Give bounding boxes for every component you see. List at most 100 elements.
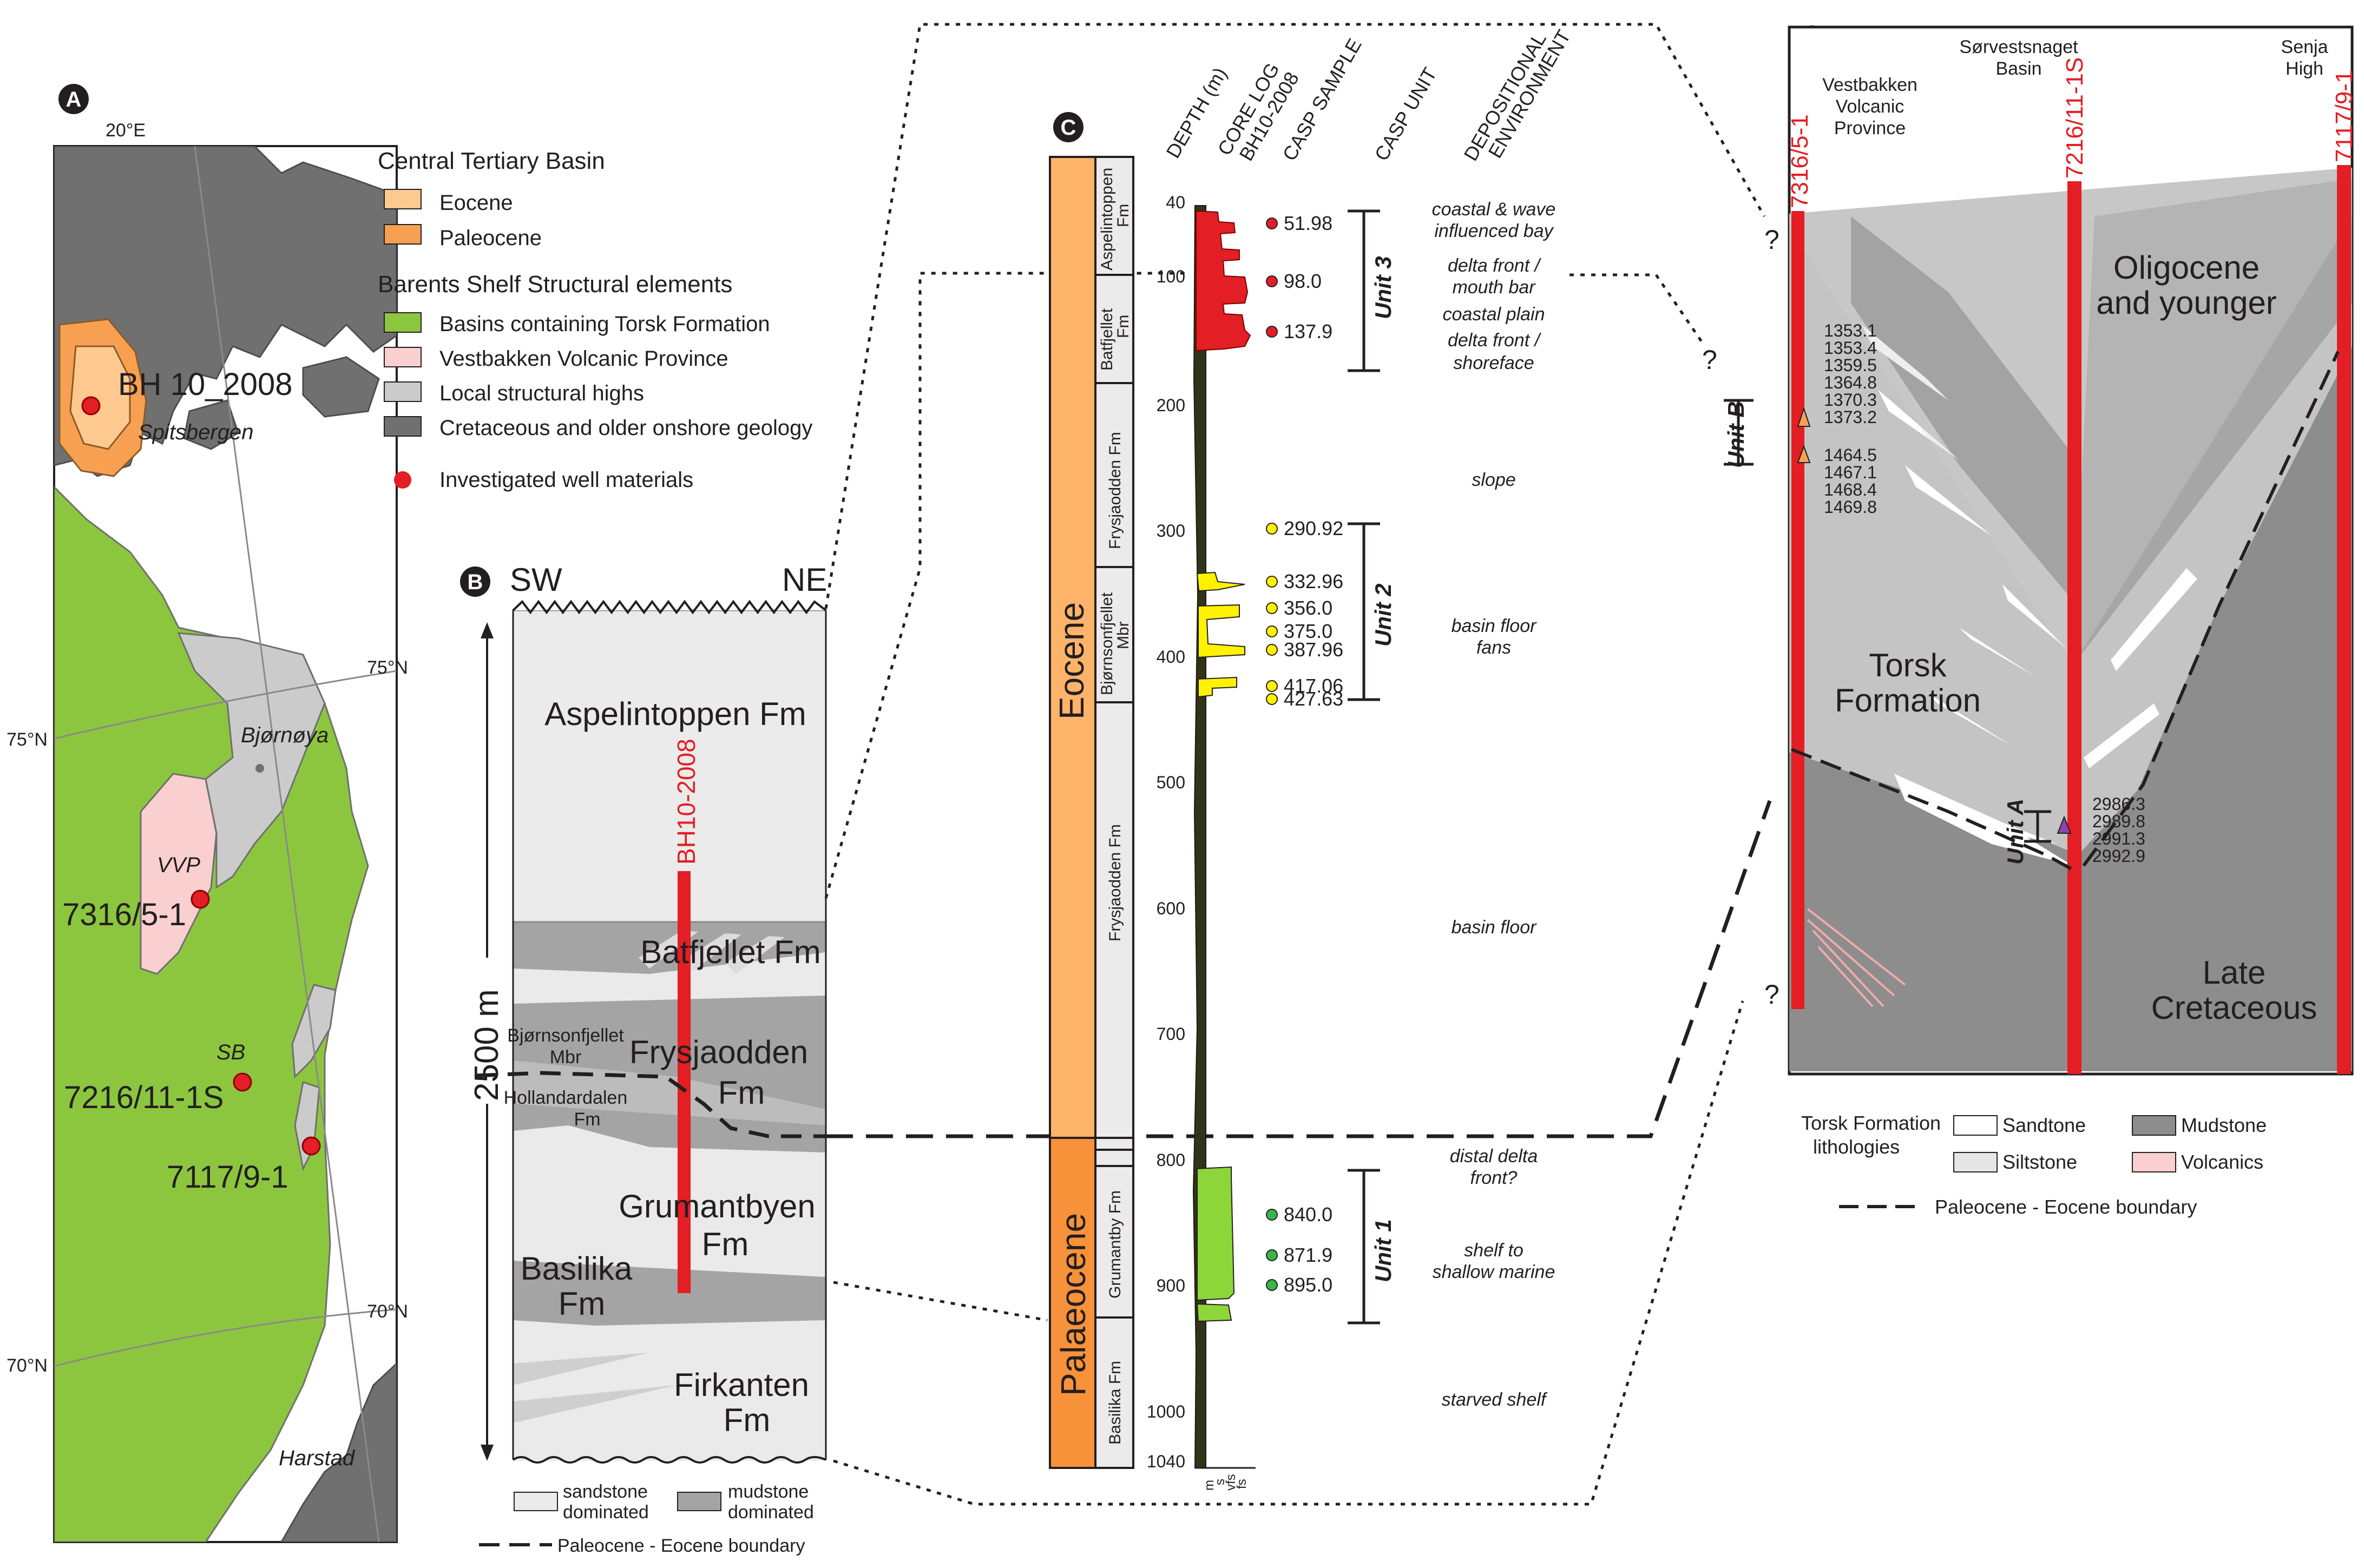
legend-d-mud-swatch — [2132, 1115, 2176, 1136]
legend-d-silt: Siltstone — [2002, 1151, 2077, 1173]
c-header-casp-unit: CASP UNIT — [1370, 64, 1441, 164]
c-palaeocene: Palaeocene — [1054, 1213, 1093, 1396]
high-small-1 — [291, 984, 337, 1079]
b-basilika-1: Basilika — [521, 1250, 633, 1287]
svg-text:387.96: 387.96 — [1284, 638, 1343, 661]
c-fm-basil-label: Basilika Fm — [1106, 1361, 1124, 1445]
c-fm-bjorn-2: Mbr — [1114, 621, 1132, 649]
b-firkanten-1: Firkanten — [674, 1367, 809, 1403]
svg-text:basin floor: basin floor — [1452, 917, 1538, 938]
svg-text:front?: front? — [1470, 1168, 1518, 1188]
svg-text:distal delta: distal delta — [1450, 1146, 1538, 1167]
svg-text:2991.3: 2991.3 — [2092, 829, 2145, 848]
d-depths-b: 1353.1 1353.4 1359.5 1364.8 1370.3 1373.… — [1824, 321, 1877, 517]
svg-text:B: B — [468, 570, 483, 594]
svg-text:40: 40 — [1166, 193, 1185, 212]
c-fm-grum-label: Grumantby Fm — [1106, 1190, 1124, 1299]
legend-d-mud: Mudstone — [2181, 1114, 2267, 1136]
panel-letter-a: A — [58, 84, 89, 114]
svg-text:137.9: 137.9 — [1284, 320, 1332, 342]
b-sw: SW — [510, 562, 562, 598]
svg-text:1353.1: 1353.1 — [1824, 321, 1877, 340]
c-core-log-unit1 — [1196, 1166, 1235, 1322]
connector-c-top-right — [1570, 273, 1706, 347]
legend-d-boundary: Paleocene - Eocene boundary — [1935, 1196, 2197, 1218]
legend-swatch-vvp — [384, 347, 422, 367]
c-fm-bat-1: Batfjellet — [1098, 308, 1116, 371]
c-unit3: Unit 3 — [1370, 256, 1396, 319]
b-hollandardalen-1: Hollandardalen — [504, 1088, 628, 1108]
c-core-log-unit2 — [1196, 571, 1245, 698]
c-grain-vfs: vfs — [1224, 1474, 1238, 1491]
vvp-label: VVP — [157, 853, 200, 877]
b-hollandardalen-2: Fm — [574, 1109, 600, 1130]
b-thickness-label-bg — [471, 958, 503, 1104]
c-core-log-unit3 — [1196, 210, 1251, 352]
svg-text:427.63: 427.63 — [1284, 688, 1343, 710]
svg-text:shelf to: shelf to — [1464, 1240, 1524, 1261]
b-legend-mud-1: mudstone — [728, 1481, 809, 1502]
panel-b-section: SW NE 2500 m BH10-2008 — [468, 562, 827, 1556]
b-batfjellet: Batfjellet Fm — [640, 934, 820, 970]
panel-d-correlation: 7316/5-1 7216/11-1S 7117/9-1 Vestbakken … — [1702, 25, 2358, 1076]
b-legend-mud-2: dominated — [728, 1502, 814, 1523]
d-q3: ? — [1764, 979, 1779, 1010]
d-area-2b: Basin — [1995, 58, 2041, 79]
c-samples-unit1: 840.0 871.9 895.0 — [1266, 1203, 1332, 1296]
c-unit-brackets — [1348, 209, 1380, 1325]
harstad-label: Harstad — [279, 1446, 356, 1470]
c-fm-frys-lower — [1094, 701, 1134, 1139]
svg-text:600: 600 — [1157, 899, 1185, 918]
svalbard-island-2 — [183, 399, 239, 450]
d-depths-a: 2986.3 2989.8 2991.3 2992.9 — [2092, 794, 2145, 866]
c-unit1: Unit 1 — [1370, 1219, 1396, 1282]
lon-label: 20°E — [106, 120, 146, 141]
legend-swatch-paleocene — [384, 224, 422, 245]
c-fm-frys-lower-label: Frysjaodden Fm — [1106, 824, 1124, 941]
lat-70-left: 70°N — [6, 1355, 48, 1376]
panel-letter-c: C — [1053, 112, 1084, 142]
svalbard-island-1 — [302, 356, 380, 418]
svg-text:100: 100 — [1157, 267, 1185, 286]
d-unit-a-bracket — [2024, 810, 2051, 843]
map-legend: Central Tertiary Basin Eocene Paleocene … — [378, 148, 812, 492]
b-aspelintoppen-box — [512, 609, 827, 923]
d-boundary-left — [1790, 748, 2077, 873]
b-boundary-line — [475, 1071, 826, 1138]
legend-d-sand-swatch — [1953, 1115, 1998, 1136]
svg-text:shoreface: shoreface — [1453, 353, 1534, 373]
b-borehole-label: BH10-2008 — [672, 739, 700, 865]
c-fm-grum — [1094, 1165, 1134, 1319]
legend-d-sand: Sandtone — [2002, 1114, 2086, 1136]
svg-text:871.9: 871.9 — [1284, 1244, 1332, 1266]
legend-wells: Investigated well materials — [439, 468, 693, 492]
svg-text:1373.2: 1373.2 — [1824, 407, 1877, 427]
b-bjornsonfjellet-1: Bjørnsonfjellet — [507, 1025, 624, 1046]
b-legend-mud-swatch — [677, 1492, 721, 1511]
c-fm-basil — [1094, 1316, 1134, 1469]
graticule-20e — [194, 146, 380, 1542]
svg-text:900: 900 — [1157, 1276, 1185, 1295]
svg-text:1469.8: 1469.8 — [1824, 497, 1877, 517]
svg-text:840.0: 840.0 — [1284, 1203, 1332, 1226]
d-boundary-right — [2082, 351, 2340, 867]
legend-swatch-highs — [384, 381, 422, 402]
graticule-75n — [54, 670, 397, 740]
d-area-1b: Volcanic — [1836, 96, 1905, 117]
legend-well-dot — [394, 471, 411, 489]
bjornoya-label: Bjørnøya — [241, 723, 329, 747]
c-grain-fs: fs — [1234, 1479, 1249, 1489]
c-unit2: Unit 2 — [1370, 583, 1396, 647]
legend-d-title-2: lithologies — [1813, 1136, 1900, 1158]
svg-text:1370.3: 1370.3 — [1824, 390, 1877, 410]
svg-text:1040: 1040 — [1147, 1452, 1185, 1471]
c-fm-bat-2: Fm — [1114, 315, 1132, 338]
svg-text:895.0: 895.0 — [1284, 1274, 1332, 1296]
well-dot-7216 — [233, 1072, 252, 1092]
svg-text:417.06: 417.06 — [1284, 675, 1343, 697]
d-well-1 — [1791, 211, 1804, 1009]
c-fm-thin-2 — [1094, 1149, 1134, 1167]
legend-swatch-cret — [384, 416, 422, 437]
connector-top — [824, 23, 1766, 609]
